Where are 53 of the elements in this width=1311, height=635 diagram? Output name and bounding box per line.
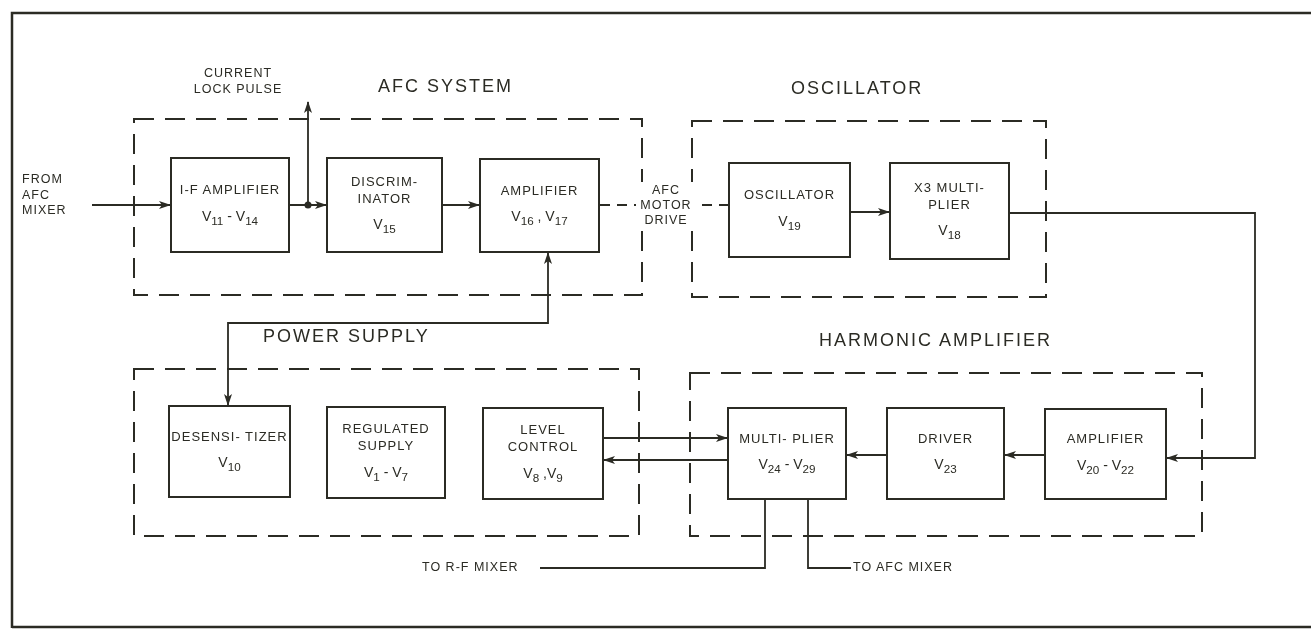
arrow xyxy=(850,208,890,216)
group-heading: POWER SUPPLY xyxy=(263,326,430,347)
box-label: AMPLIFIER xyxy=(1066,431,1145,448)
box-label: I-F AMPLIFIER xyxy=(179,182,281,199)
process-box xyxy=(170,157,290,253)
tube-designation: V$_{8}$ ,V$_{9}$ xyxy=(523,463,563,485)
arrow xyxy=(603,434,728,442)
arrow xyxy=(1009,212,1256,462)
process-box xyxy=(168,405,291,498)
box-label: MULTI- PLIER xyxy=(739,430,835,448)
box-label: REGULATED SUPPLY xyxy=(341,421,431,455)
process-box xyxy=(728,162,851,258)
tube-designation: V$_{16}$ , V$_{17}$ xyxy=(511,207,568,229)
process-box xyxy=(326,406,446,499)
signal-label: CURRENT LOCK PULSE xyxy=(188,66,288,98)
box-label: LEVEL CONTROL xyxy=(506,422,580,456)
box-label: DISCRIM- INATOR xyxy=(349,173,420,208)
process-box xyxy=(727,407,847,500)
box-label: AMPLIFIER xyxy=(500,182,579,200)
group-heading: AFC SYSTEM xyxy=(378,76,513,97)
arrow xyxy=(1004,451,1045,459)
arrow xyxy=(603,456,728,464)
arrow xyxy=(91,201,171,209)
process-box xyxy=(886,407,1005,500)
connector-line xyxy=(807,499,852,569)
signal-label: TO R-F MIXER xyxy=(422,560,519,576)
box-label: DRIVER xyxy=(917,430,974,448)
arrow xyxy=(442,201,480,209)
arrow xyxy=(846,451,887,459)
tube-designation: V$_{20}$ - V$_{22}$ xyxy=(1076,455,1135,477)
process-box xyxy=(889,162,1010,260)
tube-designation: V$_{19}$ xyxy=(778,211,801,233)
process-box xyxy=(326,157,443,253)
process-box xyxy=(482,407,604,500)
tube-designation: V$_{10}$ xyxy=(218,453,241,475)
box-label: OSCILLATOR xyxy=(743,187,836,204)
box-label: X3 MULTI- PLIER xyxy=(913,179,986,214)
group-heading: OSCILLATOR xyxy=(791,78,924,99)
tube-designation: V$_{24}$ - V$_{29}$ xyxy=(758,455,816,477)
tube-designation: V$_{23}$ xyxy=(934,455,957,477)
group-heading: HARMONIC AMPLIFIER xyxy=(819,330,1053,351)
tube-designation: V$_{11}$ - V$_{14}$ xyxy=(201,206,259,228)
tube-designation: V$_{15}$ xyxy=(373,215,396,237)
arrow xyxy=(224,252,552,406)
signal-label: TO AFC MIXER xyxy=(853,560,953,576)
process-box xyxy=(1044,408,1167,500)
tube-designation: V$_{1}$ - V$_{7}$ xyxy=(363,462,409,484)
signal-label: FROM AFC MIXER xyxy=(22,172,82,219)
connector-line xyxy=(539,499,766,569)
box-label: DESENSI- TIZER xyxy=(171,428,288,446)
tube-designation: V$_{18}$ xyxy=(938,221,961,243)
process-box xyxy=(479,158,600,253)
arrow xyxy=(289,101,312,206)
